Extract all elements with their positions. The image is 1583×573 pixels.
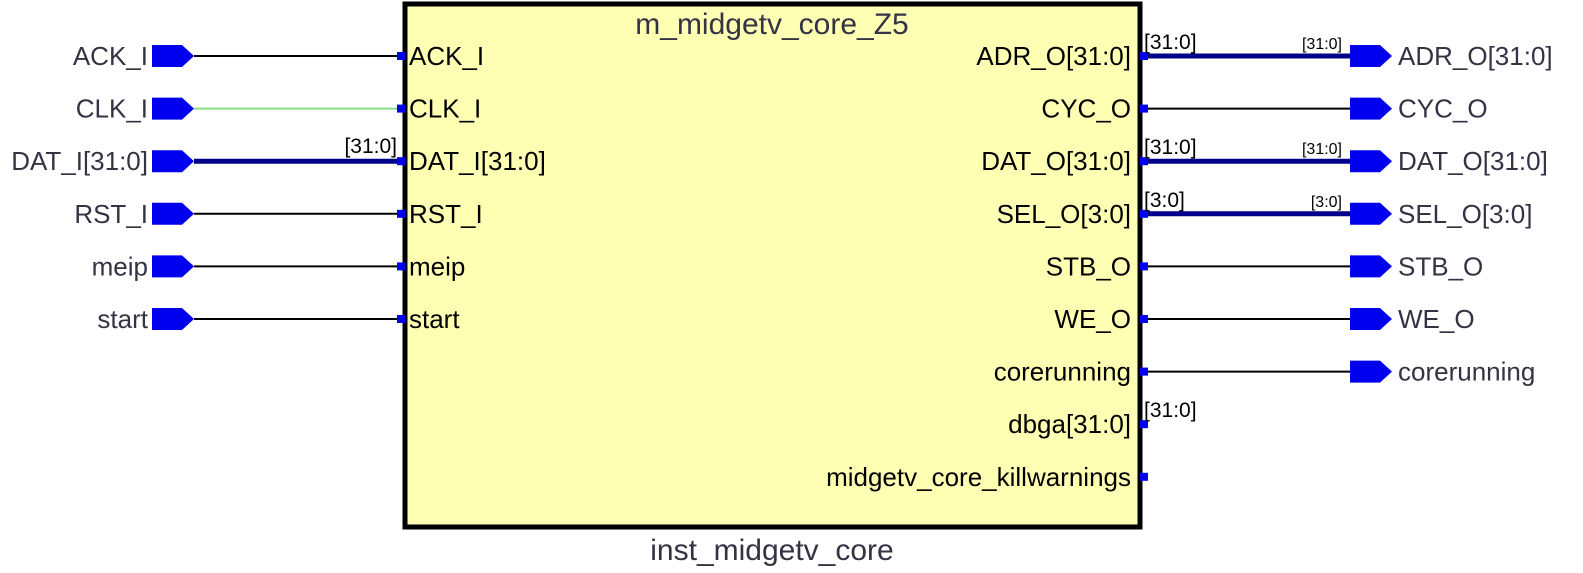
pin-label: meip (409, 251, 465, 281)
output-port-flag[interactable] (1350, 308, 1392, 330)
input-port-meip[interactable]: meip meip (92, 251, 466, 281)
output-port-label: CYC_O (1398, 94, 1488, 124)
output-pin-adr-o-31-0[interactable]: ADR_O[31:0] [31:0] [31:0] ADR_O[31:0] (976, 31, 1552, 71)
pin-stub (1140, 472, 1148, 481)
pin-stub (1140, 262, 1148, 271)
bus-width-label: [31:0] (1144, 31, 1197, 54)
output-port-flag[interactable] (1350, 150, 1392, 173)
pin-label: CYC_O (1041, 94, 1131, 124)
pin-label: DAT_O[31:0] (981, 146, 1131, 176)
pin-label: dbga[31:0] (1008, 409, 1131, 439)
bus-width-label: [31:0] (1144, 136, 1197, 159)
pin-label: ADR_O[31:0] (976, 41, 1131, 71)
input-port-flag[interactable] (152, 150, 194, 173)
input-port-flag[interactable] (152, 202, 194, 225)
pin-label: WE_O (1054, 304, 1131, 334)
bus-width-label: [31:0] (344, 135, 397, 158)
output-pin-we-o[interactable]: WE_O WE_O (1054, 304, 1474, 334)
pin-stub (1140, 104, 1148, 113)
input-port-label: start (97, 304, 148, 334)
input-port-flag[interactable] (152, 45, 194, 67)
pin-label: SEL_O[3:0] (997, 199, 1131, 229)
output-pin-midgetv-core-killwarnings[interactable]: midgetv_core_killwarnings (826, 462, 1148, 492)
input-port-flag[interactable] (152, 308, 194, 330)
input-port-flag[interactable] (152, 97, 194, 120)
pin-stub (397, 209, 405, 218)
output-port-label: STB_O (1398, 251, 1483, 281)
output-port-label: corerunning (1398, 357, 1535, 387)
pin-label: CLK_I (409, 94, 481, 124)
output-port-label: SEL_O[3:0] (1398, 199, 1532, 229)
input-port-label: DAT_I[31:0] (11, 146, 148, 176)
pin-stub (1140, 420, 1148, 429)
output-port-flag[interactable] (1350, 255, 1392, 278)
input-port-start[interactable]: start start (97, 304, 460, 334)
output-port-label: DAT_O[31:0] (1398, 146, 1548, 176)
output-port-flag[interactable] (1350, 360, 1392, 383)
pin-stub (1140, 52, 1148, 60)
instance-name: inst_midgetv_core (650, 534, 893, 567)
output-pin-dbga-31-0[interactable]: dbga[31:0] [31:0] (1008, 399, 1196, 439)
pin-stub (397, 262, 405, 271)
input-port-flag[interactable] (152, 255, 194, 278)
pin-stub (1140, 209, 1148, 218)
pin-label: STB_O (1046, 251, 1131, 281)
output-pin-stb-o[interactable]: STB_O STB_O (1046, 251, 1484, 281)
pin-label: DAT_I[31:0] (409, 146, 546, 176)
output-pin-sel-o-3-0[interactable]: SEL_O[3:0] [3:0] [3:0] SEL_O[3:0] (997, 189, 1533, 229)
pin-label: RST_I (409, 199, 483, 229)
bus-width-label: [3:0] (1144, 189, 1185, 212)
pin-label: midgetv_core_killwarnings (826, 462, 1131, 492)
pin-stub (1140, 315, 1148, 323)
input-port-label: ACK_I (73, 41, 148, 71)
output-port-flag[interactable] (1350, 202, 1392, 225)
pin-label: ACK_I (409, 41, 484, 71)
port-bus-width-label: [31:0] (1302, 141, 1342, 158)
input-port-rst-i[interactable]: RST_I RST_I (74, 199, 482, 229)
pin-stub (397, 315, 405, 323)
input-port-label: RST_I (74, 199, 148, 229)
port-bus-width-label: [3:0] (1311, 194, 1342, 211)
output-pin-corerunning[interactable]: corerunning corerunning (994, 357, 1536, 387)
pin-label: start (409, 304, 460, 334)
pin-stub (397, 52, 405, 60)
block-body[interactable] (402, 1, 1143, 530)
input-port-label: CLK_I (76, 94, 148, 124)
pin-stub (1140, 157, 1148, 166)
port-bus-width-label: [31:0] (1302, 36, 1342, 53)
module-name: m_midgetv_core_Z5 (635, 8, 908, 41)
input-port-label: meip (92, 251, 148, 281)
output-port-flag[interactable] (1350, 97, 1392, 120)
pin-stub (397, 157, 405, 166)
bus-width-label: [31:0] (1144, 399, 1197, 422)
output-pin-dat-o-31-0[interactable]: DAT_O[31:0] [31:0] [31:0] DAT_O[31:0] (981, 136, 1548, 176)
output-port-label: ADR_O[31:0] (1398, 41, 1553, 71)
pin-stub (1140, 367, 1148, 376)
pin-stub (397, 104, 405, 113)
input-port-ack-i[interactable]: ACK_I ACK_I (73, 41, 484, 71)
input-port-dat-i-31-0[interactable]: DAT_I[31:0] DAT_I[31:0] [31:0] (11, 135, 546, 176)
output-port-label: WE_O (1398, 304, 1475, 334)
output-pin-cyc-o[interactable]: CYC_O CYC_O (1041, 94, 1487, 124)
output-port-flag[interactable] (1350, 45, 1392, 67)
pin-label: corerunning (994, 357, 1131, 387)
input-port-clk-i[interactable]: CLK_I CLK_I (76, 94, 482, 124)
